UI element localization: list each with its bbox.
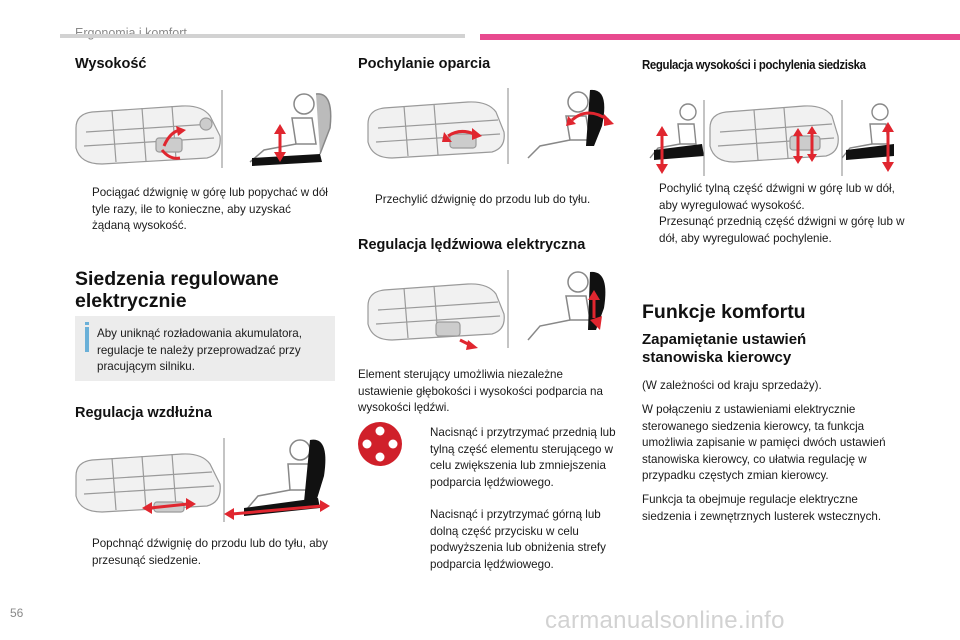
seat-adjust-title: Regulacja wysokości i pochylenia siedzis… <box>642 57 866 72</box>
backrest-title: Pochylanie oparcia <box>358 56 491 72</box>
left-figure <box>649 103 697 159</box>
lumbar-control-icon <box>358 422 402 466</box>
right-figure <box>841 103 889 159</box>
memory-text-2: Funkcja ta obejmuje regulacje elektryczn… <box>642 493 882 523</box>
lumbar-intro: Element sterujący umożliwia niezależne u… <box>358 368 603 414</box>
longitudinal-arrows <box>142 498 330 520</box>
longitudinal-instruction: Popchnąć dźwignię do przodu lub do tyłu,… <box>92 537 328 567</box>
lumbar-illustration <box>367 270 606 350</box>
header-divider <box>60 34 465 38</box>
seat-adjust-illustration <box>649 100 894 176</box>
backrest-instruction: Przechylić dźwignię do przodu lub do tył… <box>375 193 591 206</box>
info-box: Aby uniknąć rozładowania akumulatora, re… <box>75 316 335 381</box>
watermark: carmanualsonline.info <box>545 607 785 634</box>
height-illustration <box>75 90 332 168</box>
driver-figure <box>245 439 313 511</box>
header-accent-bar <box>480 34 960 40</box>
memory-text-1: W połączeniu z ustawieniami elektrycznie… <box>642 403 886 482</box>
lumbar-instruction-2: Nacisnąć i przytrzymać górną lub dolną c… <box>430 508 606 571</box>
seat-adjust-arrows <box>656 122 894 174</box>
seat-base-drawing <box>75 453 221 513</box>
seat-cushion-black <box>252 154 322 166</box>
longitudinal-title: Regulacja wzdłużna <box>75 405 212 421</box>
height-instruction: Pociągać dźwignię w górę lub popychać w … <box>92 186 328 232</box>
left-cushion-black <box>654 144 704 160</box>
seat-adjust-instruction-1: Pochylić tylną część dźwigni w górę lub … <box>659 182 895 212</box>
height-title: Wysokość <box>75 56 147 72</box>
seat-back-black <box>588 271 606 330</box>
seat-back-black <box>586 89 605 146</box>
seat-base-drawing <box>709 105 839 163</box>
memory-title: Zapamiętanie ustawień stanowiska kierowc… <box>642 331 807 366</box>
seat-base-drawing <box>367 283 505 341</box>
info-icon-bar <box>85 327 89 352</box>
info-text: Aby uniknąć rozładowania akumulatora, re… <box>97 327 302 373</box>
lumbar-arrows <box>459 290 602 350</box>
backrest-illustration <box>367 88 614 164</box>
seat-adjust-instruction-2: Przesunąć przednią część dźwigni w górę … <box>659 215 905 245</box>
lumbar-instruction-1: Nacisnąć i przytrzymać przednią lub tyln… <box>430 426 616 489</box>
lumbar-title: Regulacja lędźwiowa elektryczna <box>358 237 586 253</box>
right-cushion-black <box>846 144 894 160</box>
passenger-figure <box>527 271 591 341</box>
page-number: 56 <box>10 606 24 620</box>
comfort-title: Funkcje komfortu <box>642 301 806 323</box>
passenger-figure <box>249 93 332 163</box>
longitudinal-illustration <box>75 438 330 522</box>
memory-note: (W zależności od kraju sprzedaży). <box>642 379 822 392</box>
electric-seats-title: Siedzenia regulowane elektrycznie <box>75 268 279 312</box>
backrest-arrows <box>442 111 614 142</box>
info-icon <box>85 322 89 325</box>
height-arrows <box>160 124 286 162</box>
seat-back-black <box>304 439 326 502</box>
seat-base-drawing <box>367 101 505 159</box>
seat-base-drawing <box>75 105 221 165</box>
passenger-figure <box>527 91 591 159</box>
